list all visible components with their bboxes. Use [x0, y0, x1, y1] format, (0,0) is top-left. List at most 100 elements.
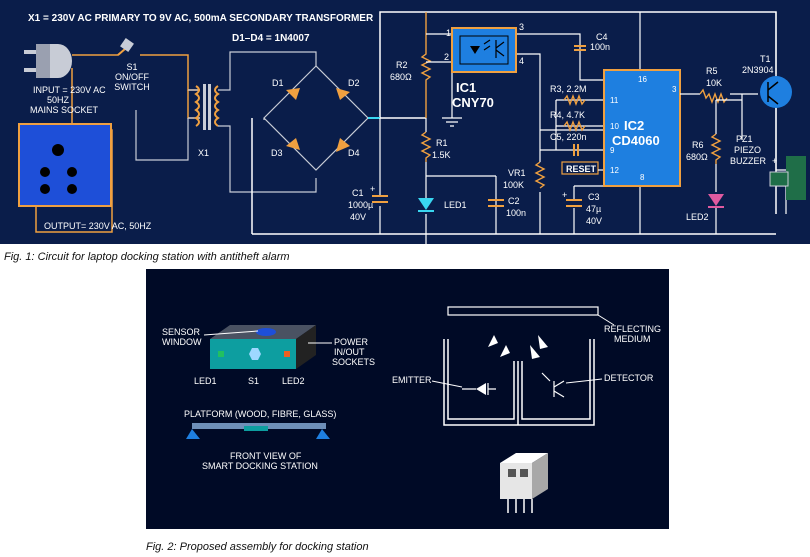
d2-label: D2 — [348, 78, 360, 88]
capacitor-c1 — [372, 195, 388, 203]
sensor-housing — [443, 339, 595, 426]
s1-text: S1 — [248, 376, 259, 386]
ground-main-icon — [425, 234, 427, 244]
reset-label: RESET — [566, 164, 597, 174]
pz1-label-1: PZ1 — [736, 134, 753, 144]
ic2-pin9: 9 — [610, 146, 615, 155]
ic2-pin12: 12 — [610, 166, 619, 175]
capacitor-c4: C4 100n — [574, 32, 610, 52]
led1-label: LED1 — [444, 200, 467, 210]
r6-label-1: R6 — [692, 140, 704, 150]
ic2-pin8: 8 — [640, 173, 645, 182]
transformer-x1: X1 — [194, 84, 220, 158]
switch-label-2: ON/OFF — [115, 72, 149, 82]
vr1-label-2: 100K — [503, 180, 524, 190]
capacitor-c5 — [573, 144, 579, 156]
emitter-icon — [462, 383, 496, 395]
diode-d4-icon — [336, 138, 350, 152]
r6-label-2: 680Ω — [686, 152, 708, 162]
emitter-label: EMITTER — [392, 375, 432, 385]
resistor-r4 — [563, 120, 586, 132]
reflection-arrows — [488, 335, 548, 359]
diode-d3-icon — [286, 138, 300, 150]
power-sockets-2: IN/OUT — [334, 347, 365, 357]
r2-label-2: 680Ω — [390, 72, 412, 82]
chip-ic2: IC2 CD4060 16 11 10 9 12 8 3 — [603, 69, 681, 187]
pin1-label: 1 — [446, 28, 451, 38]
led1-icon — [418, 198, 434, 212]
ic2-label: IC2 — [624, 118, 644, 133]
led2-icon — [284, 351, 290, 357]
x1-label: X1 — [198, 148, 209, 158]
t1-label-2: 2N3904 — [742, 65, 774, 75]
input-label-3: MAINS SOCKET — [30, 105, 99, 115]
ic2-type: CD4060 — [612, 133, 660, 148]
diode-d1-icon — [286, 88, 300, 100]
c1-plus: + — [370, 184, 375, 194]
r4-label: R4, 4.7K — [550, 110, 585, 120]
docking-box — [210, 325, 316, 369]
assembly-diagram: SENSOR WINDOW POWER IN/OUT SOCKETS LED1 … — [146, 269, 669, 529]
resistor-r5 — [699, 88, 728, 104]
resistor-r2: R2 680Ω — [390, 12, 432, 118]
sensor-window-2: WINDOW — [162, 337, 202, 347]
d1-label: D1 — [272, 78, 284, 88]
switch-icon — [249, 348, 261, 360]
t1-label-1: T1 — [760, 54, 771, 64]
transistor-t1-icon — [760, 76, 792, 108]
diode-note: D1–D4 = 1N4007 — [232, 33, 310, 44]
resistor-r6 — [710, 133, 722, 164]
led2-text: LED2 — [282, 376, 305, 386]
c3-plus: + — [562, 190, 567, 200]
c2-label-1: C2 — [508, 196, 520, 206]
switch-label-3: SWITCH — [114, 82, 150, 92]
power-sockets-3: SOCKETS — [332, 357, 375, 367]
assembly-svg: SENSOR WINDOW POWER IN/OUT SOCKETS LED1 … — [162, 306, 661, 513]
input-label-1: INPUT = 230V AC — [33, 85, 106, 95]
ic2-pin16: 16 — [638, 75, 647, 84]
c3-label-3: 40V — [586, 216, 602, 226]
c4-label-2: 100n — [590, 42, 610, 52]
r3-label: R3, 2.2M — [550, 84, 587, 94]
reflecting-2: MEDIUM — [614, 334, 651, 344]
pin2-label: 2 — [444, 52, 449, 62]
pz1-label-3: BUZZER — [730, 156, 767, 166]
r2-label-1: R2 — [396, 60, 408, 70]
resistor-r3 — [563, 94, 586, 106]
mains-socket — [18, 123, 112, 207]
d4-label: D4 — [348, 148, 360, 158]
vr1-label-1: VR1 — [508, 168, 526, 178]
c5-label: C5, 220n — [550, 132, 587, 142]
cny70-package-icon — [500, 453, 548, 513]
reflecting-medium — [447, 306, 599, 316]
figure2-caption: Fig. 2: Proposed assembly for docking st… — [146, 541, 369, 553]
pin3-label: 3 — [519, 22, 524, 32]
ground-ic1-icon — [442, 112, 462, 127]
led1-icon — [218, 351, 224, 357]
c1-label-1: C1 — [352, 188, 364, 198]
c1-label-3: 40V — [350, 212, 366, 222]
ic2-pin10: 10 — [610, 122, 619, 131]
front-view-1: FRONT VIEW OF — [230, 451, 302, 461]
led2-label: LED2 — [686, 212, 709, 222]
c2-label-2: 100n — [506, 208, 526, 218]
platform-label: PLATFORM (WOOD, FIBRE, GLASS) — [184, 409, 336, 419]
piezo-buzzer-icon — [769, 156, 806, 200]
led1-text: LED1 — [194, 376, 217, 386]
circuit-diagram: X1 = 230V AC PRIMARY TO 9V AC, 500mA SEC… — [0, 0, 810, 244]
c1-label-2: 1000µ — [348, 200, 373, 210]
switch-label-1: S1 — [126, 62, 137, 72]
pin4-label: 4 — [519, 56, 524, 66]
c4-label-1: C4 — [596, 32, 608, 42]
front-view-2: SMART DOCKING STATION — [202, 461, 318, 471]
power-sockets-1: POWER — [334, 337, 369, 347]
r1-label-1: R1 — [436, 138, 448, 148]
potentiometer-vr1 — [534, 161, 546, 189]
input-label-2: 50HZ — [47, 95, 70, 105]
sensor-window-1: SENSOR — [162, 327, 201, 337]
detector-label: DETECTOR — [604, 373, 654, 383]
optocoupler-ic1 — [451, 27, 517, 73]
reset-button: RESET — [561, 161, 599, 175]
platform-icon — [186, 423, 330, 439]
ic1-type: CNY70 — [452, 95, 494, 110]
